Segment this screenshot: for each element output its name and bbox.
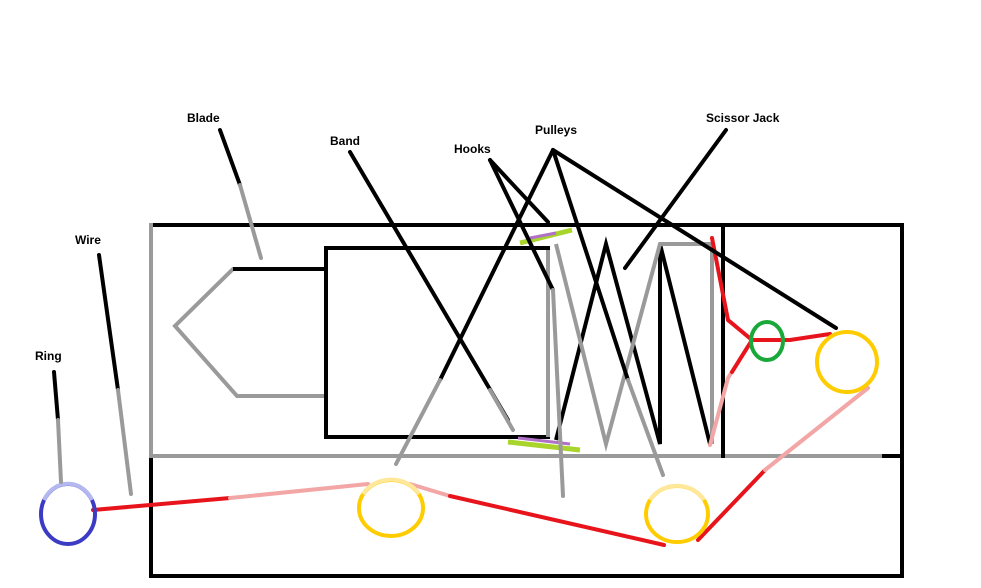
leader-hooks-b-gray bbox=[551, 288, 565, 498]
wire-jack-bottom-red bbox=[730, 338, 754, 374]
pulley-right bbox=[815, 330, 879, 394]
leader-pulleys-left-black bbox=[438, 148, 555, 382]
wire-seg-pulley-c bbox=[696, 468, 767, 542]
leader-wire-gray bbox=[116, 388, 133, 496]
wire-jack-bottom bbox=[708, 338, 754, 447]
housing-outline bbox=[149, 223, 904, 578]
leader-blade-black bbox=[218, 128, 242, 187]
leader-blade-gray bbox=[238, 183, 263, 260]
scissor-jack-zigzag-black bbox=[554, 236, 712, 445]
label-blade: Blade bbox=[187, 111, 220, 125]
pulleys-group bbox=[357, 330, 879, 544]
scissor-jack-zigzag-gray bbox=[554, 242, 714, 452]
label-pulleys: Pulleys bbox=[535, 123, 577, 137]
leader-lines bbox=[52, 128, 838, 498]
leader-ring-black bbox=[52, 370, 60, 422]
leader-scissor-jack bbox=[623, 128, 728, 270]
leader-pulleys-middle-black bbox=[551, 148, 630, 382]
leader-pulleys-right bbox=[551, 148, 838, 330]
hook-bottom bbox=[507, 439, 581, 453]
wire-path bbox=[91, 236, 870, 547]
leader-pulleys-left-gray bbox=[394, 378, 442, 466]
leader-hooks-a bbox=[488, 158, 550, 224]
leader-band-black bbox=[348, 150, 510, 422]
pulley-middle-highlight bbox=[648, 483, 706, 502]
wire-seg-pulley-b bbox=[448, 494, 666, 547]
leader-pulleys-middle-gray bbox=[626, 378, 665, 477]
label-ring: Ring bbox=[35, 349, 62, 363]
band-box bbox=[324, 246, 550, 439]
leader-ring-gray bbox=[56, 418, 63, 484]
wire-seg-pulley-d bbox=[763, 386, 870, 472]
hook-top-pin bbox=[529, 231, 557, 240]
blade-shape bbox=[172, 267, 326, 398]
green-ring bbox=[749, 320, 785, 362]
leader-hooks-b-black bbox=[488, 158, 555, 292]
label-scissor-jack: Scissor Jack bbox=[706, 111, 780, 125]
leader-band-gray-end bbox=[488, 388, 515, 432]
leader-wire-black bbox=[97, 253, 120, 392]
wire-seg-pulley-a bbox=[408, 482, 452, 498]
label-hooks: Hooks bbox=[454, 142, 491, 156]
wire-seg-ring-pulley bbox=[228, 482, 370, 500]
pulley-left-highlight bbox=[361, 477, 421, 496]
housing bbox=[149, 223, 904, 578]
ring-highlight bbox=[42, 481, 94, 501]
label-wire: Wire bbox=[75, 233, 101, 247]
label-band: Band bbox=[330, 134, 360, 148]
wire-seg-ring bbox=[91, 496, 232, 512]
hooks-group bbox=[507, 227, 581, 453]
